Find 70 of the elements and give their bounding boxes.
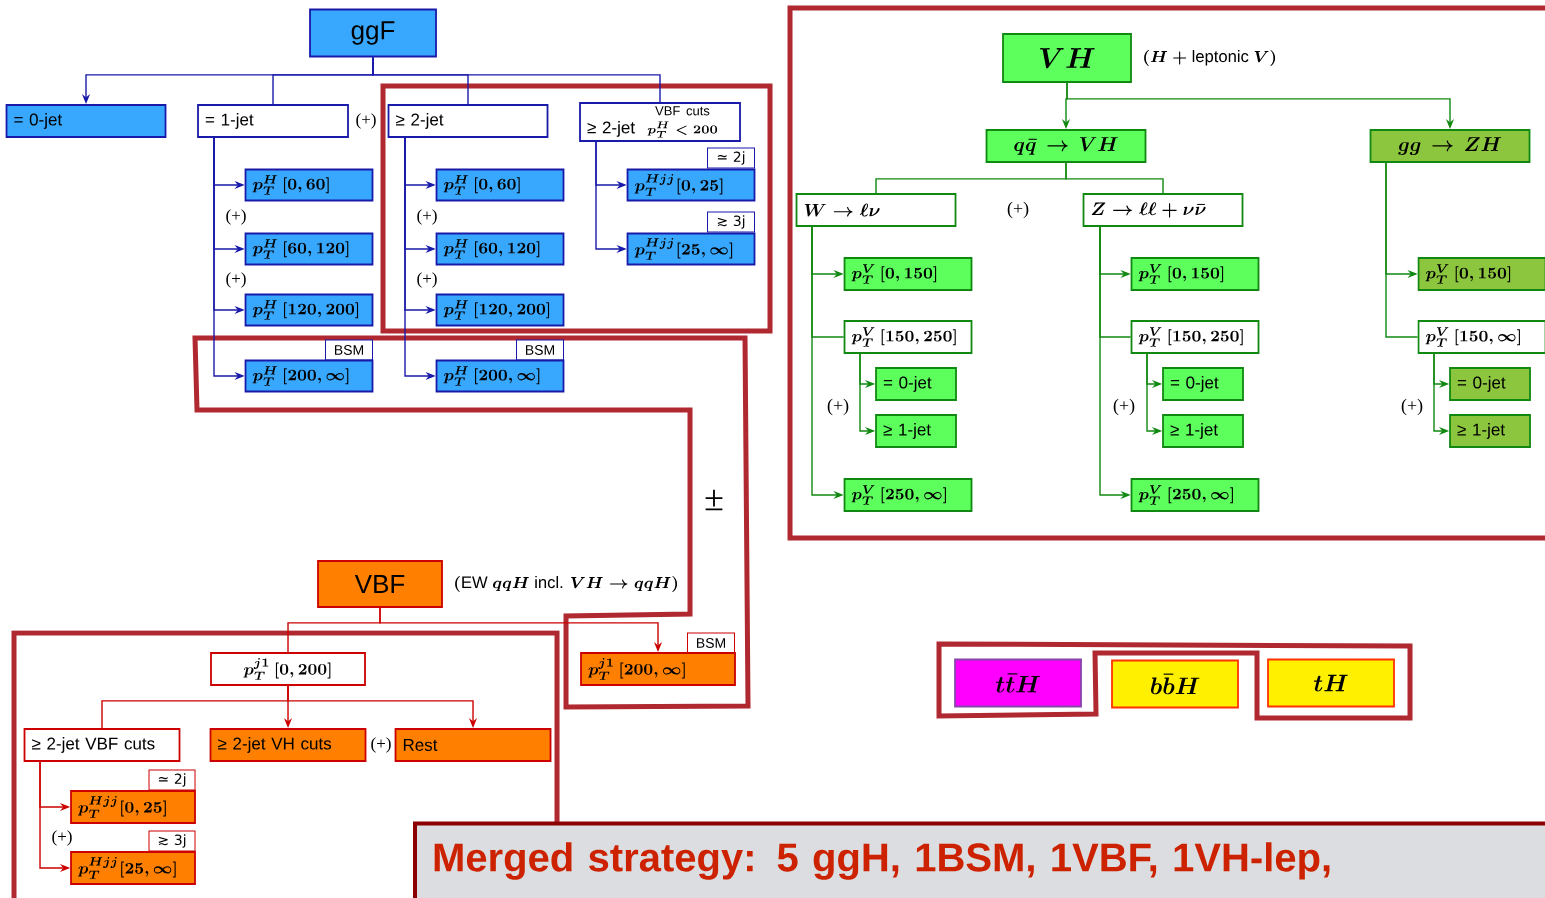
process-box: $t\bar{t}H$ <box>954 658 1082 708</box>
process-box: $p_T^H\,[0,60]$ <box>244 168 374 202</box>
tag-box: ≳ 3j <box>148 830 196 852</box>
process-box: $p_T^{Hjj}[25,\infty]$ <box>70 851 196 885</box>
process-box: ggF <box>309 8 437 58</box>
process-box: $VH$ <box>1002 33 1132 83</box>
process-box: $p_T^V\,[150,250]$ <box>843 320 973 354</box>
tag-box: ≃ 2j <box>707 147 755 169</box>
process-box: $p_T^{j1}\,[200,\infty]$ <box>580 652 736 686</box>
process-box: $tH$ <box>1267 658 1395 708</box>
tag-box: ≃ 2j <box>148 769 196 791</box>
process-box: $Z\rightarrow\ell\ell+\nu\bar{\nu}$ <box>1082 193 1244 227</box>
process-box: = 0-jet <box>1162 367 1244 401</box>
process-box: $q\bar{q}\rightarrow VH$ <box>985 129 1147 163</box>
process-box: VBF <box>317 560 443 608</box>
process-box: = 0-jet <box>5 104 167 138</box>
process-box: ≥ 1-jet <box>875 414 957 448</box>
process-box: $p_T^H\,[200,\infty]$ <box>435 359 565 393</box>
combination-mark: (+) <box>1401 398 1423 416</box>
combination-mark: (+) <box>1113 398 1135 416</box>
process-box: $p_T^V\,[0,150]$ <box>843 257 973 291</box>
tag-box: ≳ 3j <box>707 211 755 233</box>
process-box: = 0-jet <box>875 367 957 401</box>
process-box: ≥ 1-jet <box>1449 414 1531 448</box>
tag-box: BSM <box>325 339 373 361</box>
process-box: $p_T^V\,[0,150]$ <box>1417 257 1545 291</box>
tag-box: BSM <box>516 339 564 361</box>
process-box: $p_T^{Hjj}[0,25]$ <box>70 790 196 824</box>
process-box: ≥ 2-jet VBF cuts $p_T^H<200$ <box>579 102 741 142</box>
combination-mark: (+) <box>1007 201 1029 219</box>
process-box: ≥ 2-jet <box>387 104 549 138</box>
process-box: $W\rightarrow\ell\nu$ <box>795 193 957 227</box>
banner-box: Merged strategy: 5 ggH, 1BSM, 1VBF, 1VH-lep, <box>413 821 1545 898</box>
process-box: $p_T^H\,[60,120]$ <box>244 232 374 266</box>
process-box: = 0-jet <box>1449 367 1531 401</box>
process-box: Rest <box>394 728 552 762</box>
combination-mark: (+) <box>226 209 246 225</box>
process-box: ≥ 2-jet VBF cuts <box>23 728 181 762</box>
process-box: = 1-jet <box>197 104 349 138</box>
combination-mark: (+) <box>52 830 72 846</box>
plus-minus-sign: ± <box>705 489 723 511</box>
combination-mark: (+) <box>827 398 849 416</box>
combination-mark: (+) <box>417 272 437 288</box>
connector-line <box>372 56 661 103</box>
process-box: $p_T^V\,[250,\infty]$ <box>843 478 973 512</box>
combination-mark: (+) <box>371 737 391 753</box>
tag-box: BSM <box>687 632 735 654</box>
connector-line <box>1385 162 1419 338</box>
caption-text: $(\text{EW }qqH\text{ incl. }VH\rightarrow qqH)$ <box>455 576 678 592</box>
combination-mark: (+) <box>417 209 437 225</box>
process-box: $p_T^{j1}\,[0,200]$ <box>210 652 366 686</box>
process-box: $p_T^H\,[200,\infty]$ <box>244 359 374 393</box>
process-box: $gg\rightarrow ZH$ <box>1369 129 1531 163</box>
process-box: $p_T^{Hjj}[25,\infty]$ <box>626 232 756 266</box>
process-box: $p_T^H\,[0,60]$ <box>435 168 565 202</box>
connector-line <box>1065 162 1164 194</box>
process-box: $b\bar{b}H$ <box>1111 659 1239 709</box>
process-box: $p_T^V\,[150,\infty]$ <box>1417 320 1545 354</box>
process-box: $p_T^V\,[150,250]$ <box>1130 320 1260 354</box>
process-box: $p_T^H\,[120,200]$ <box>435 293 565 327</box>
combination-mark: (+) <box>356 113 376 129</box>
process-box: $p_T^H\,[60,120]$ <box>435 232 565 266</box>
combination-mark: (+) <box>226 272 246 288</box>
process-box: ≥ 1-jet <box>1162 414 1244 448</box>
process-box: ≥ 2-jet VH cuts <box>209 728 367 762</box>
process-box: $p_T^H\,[120,200]$ <box>244 293 374 327</box>
caption-text: $(H+\text{leptonic }V)$ <box>1144 50 1276 66</box>
process-box: $p_T^{Hjj}[0,25]$ <box>626 168 756 202</box>
process-box: $p_T^V\,[0,150]$ <box>1130 257 1260 291</box>
process-box: $p_T^V\,[250,\infty]$ <box>1130 478 1260 512</box>
